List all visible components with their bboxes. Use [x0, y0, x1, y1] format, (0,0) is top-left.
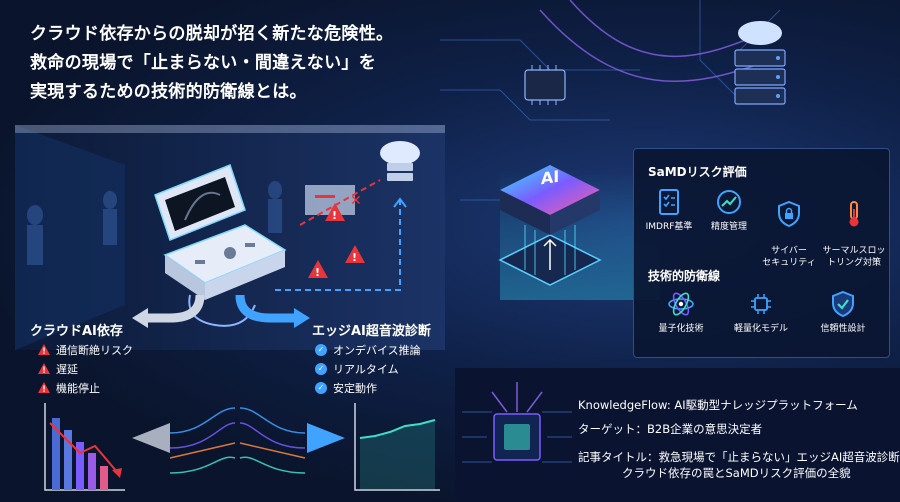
- headline-line-3: 実現するための技術的防衛線とは。: [30, 82, 307, 102]
- target-line: ターゲット：B2B企業の意思決定者: [578, 422, 763, 436]
- microchip-icon: [524, 65, 566, 105]
- list-item: ✓ リアルタイム: [315, 359, 421, 378]
- cloud-ai-title: クラウドAI依存: [30, 324, 123, 339]
- defense-item-row: 量子化技術 軽量化モデル 信頼性設計: [652, 289, 874, 335]
- check-icon: ✓: [315, 381, 327, 394]
- shield-lock-icon: [778, 200, 800, 228]
- headline-line-2: 救命の現場で「止まらない・間違えない」を: [30, 53, 376, 73]
- branch-arrows: [132, 294, 310, 328]
- list-item: 機能停止: [38, 378, 133, 397]
- edge-ai-title: エッジAI超音波診断: [312, 324, 431, 339]
- check-icon: ✓: [315, 343, 327, 356]
- platform-line: KnowledgeFlow: AI駆動型ナレッジプラットフォーム: [578, 398, 858, 412]
- risk-item: IMDRF基準: [639, 187, 699, 281]
- risk-item: 精度管理: [699, 187, 759, 281]
- atom-icon: [668, 292, 694, 316]
- warning-icon: [38, 363, 50, 374]
- svg-text:!: !: [332, 209, 337, 222]
- check-icon: ✓: [315, 362, 327, 375]
- benefit-item-label: 安定動作: [333, 381, 377, 395]
- ai-chip-graphic: [498, 165, 602, 286]
- warning-icon: [38, 382, 50, 393]
- ultrasound-hospital-scene: ✕ ! ! !: [15, 125, 445, 350]
- cloud-ai-risk-list: 通信断絶リスク 遅延 機能停止: [38, 340, 133, 397]
- defense-item: 軽量化モデル: [726, 289, 796, 335]
- list-item: 通信断絶リスク: [38, 340, 133, 359]
- risk-item-label: 精度管理: [710, 222, 747, 232]
- chip-network-icon: [751, 294, 771, 314]
- list-item: 遅延: [38, 359, 133, 378]
- article-title-line-1: 記事タイトル：救急現場で「止まらない」エッジAI超音波診断：: [578, 450, 900, 464]
- svg-text:!: !: [315, 266, 320, 279]
- list-item: ✓ オンデバイス推論: [315, 340, 421, 359]
- platform-chip-illustration: [462, 382, 572, 492]
- defense-item-label: 軽量化モデル: [733, 324, 788, 334]
- server-cloud-icon: [734, 21, 786, 105]
- svg-text:✕: ✕: [350, 193, 362, 209]
- risk-item-label: 機能停止: [56, 381, 100, 395]
- benefit-item-label: リアルタイム: [333, 362, 399, 376]
- headline-line-1: クラウド依存からの脱却が招く新たな危険性。: [30, 24, 394, 44]
- thermometer-icon: [849, 201, 859, 227]
- warning-icon: [38, 344, 50, 355]
- risk-item: サイバー セキュリティ: [759, 187, 819, 281]
- risk-item-label: サーマルスロッ トリング対策: [822, 246, 886, 268]
- edge-ai-benefit-list: ✓ オンデバイス推論 ✓ リアルタイム ✓ 安定動作: [315, 340, 421, 397]
- defense-item-label: 量子化技術: [658, 324, 704, 334]
- article-title-line-2: クラウド依存の罠とSaMDリスク評価の全貌: [622, 466, 851, 480]
- svg-text:!: !: [352, 251, 357, 264]
- samd-risk-title: SaMDリスク評価: [648, 165, 747, 179]
- risk-item-label: IMDRF基準: [645, 222, 693, 232]
- shield-check-icon: [832, 290, 854, 318]
- benefit-item-label: オンデバイス推論: [333, 343, 421, 357]
- risk-item-label: サイバー セキュリティ: [762, 246, 816, 268]
- list-item: ✓ 安定動作: [315, 378, 421, 397]
- risk-item-label: 通信断絶リスク: [56, 343, 133, 357]
- defense-item: 信頼性設計: [812, 289, 874, 335]
- risk-item-label: 遅延: [56, 362, 78, 376]
- precision-gauge-icon: [717, 190, 741, 214]
- headline: クラウド依存からの脱却が招く新たな危険性。 救命の現場で「止まらない・間違えない…: [30, 20, 450, 107]
- defense-title: 技術的防衛線: [648, 269, 721, 283]
- risk-item: サーマルスロッ トリング対策: [819, 187, 889, 281]
- risk-item-row: IMDRF基準 精度管理 サイバー セキュリティ サーマルスロッ トリング対策: [639, 187, 889, 281]
- bottom-graphs-illustration: [44, 403, 440, 491]
- defense-item-label: 信頼性設計: [820, 324, 866, 334]
- defense-item: 量子化技術: [652, 289, 710, 335]
- samd-risk-panel: SaMDリスク評価 IMDRF基準 精度管理 サイバー セキュリティ サーマルス…: [633, 148, 890, 358]
- checklist-icon: [659, 189, 679, 215]
